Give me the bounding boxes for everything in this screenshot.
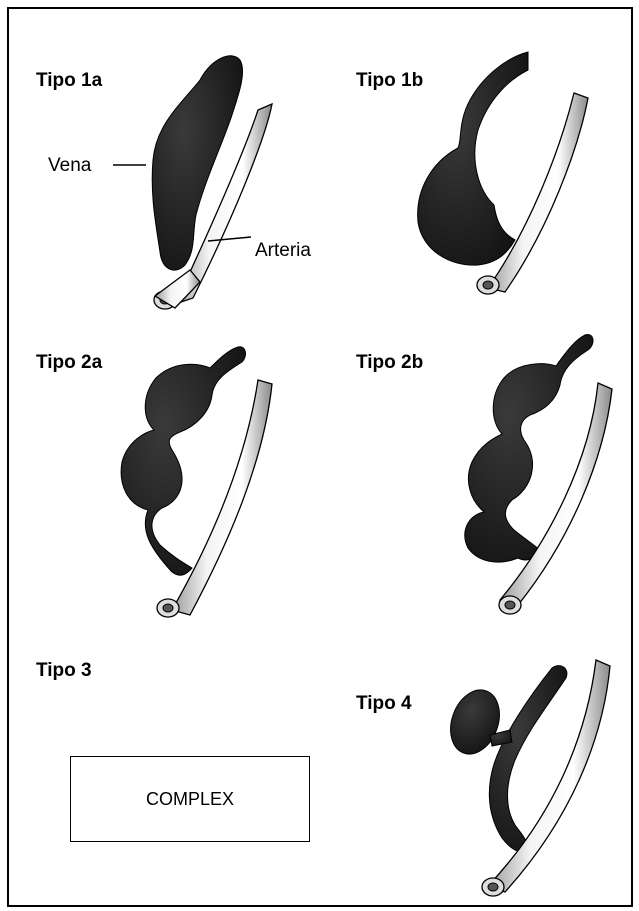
- complex-label: COMPLEX: [146, 789, 234, 810]
- label-tipo-2a: Tipo 2a: [36, 353, 102, 372]
- panel-tipo-4: [442, 660, 610, 896]
- artery-label: Arteria: [255, 241, 311, 260]
- vein-2b: [465, 335, 593, 563]
- label-tipo-1a: Tipo 1a: [36, 71, 102, 90]
- label-tipo-4: Tipo 4: [356, 694, 412, 713]
- panel-tipo-2a: [121, 347, 272, 617]
- vein-label: Vena: [48, 156, 91, 175]
- label-tipo-2b: Tipo 2b: [356, 353, 423, 372]
- complex-box: COMPLEX: [70, 756, 310, 842]
- vein-2a: [121, 347, 245, 575]
- label-tipo-3: Tipo 3: [36, 661, 92, 680]
- vein-1b: [418, 52, 528, 265]
- aneurysm-sac-4: [442, 683, 508, 761]
- label-tipo-1b: Tipo 1b: [356, 71, 423, 90]
- vein-1a: [152, 56, 242, 270]
- panel-tipo-1a: [113, 56, 272, 309]
- panel-tipo-1b: [418, 52, 588, 294]
- panel-tipo-2b: [465, 335, 612, 614]
- artery-1b: [488, 93, 588, 292]
